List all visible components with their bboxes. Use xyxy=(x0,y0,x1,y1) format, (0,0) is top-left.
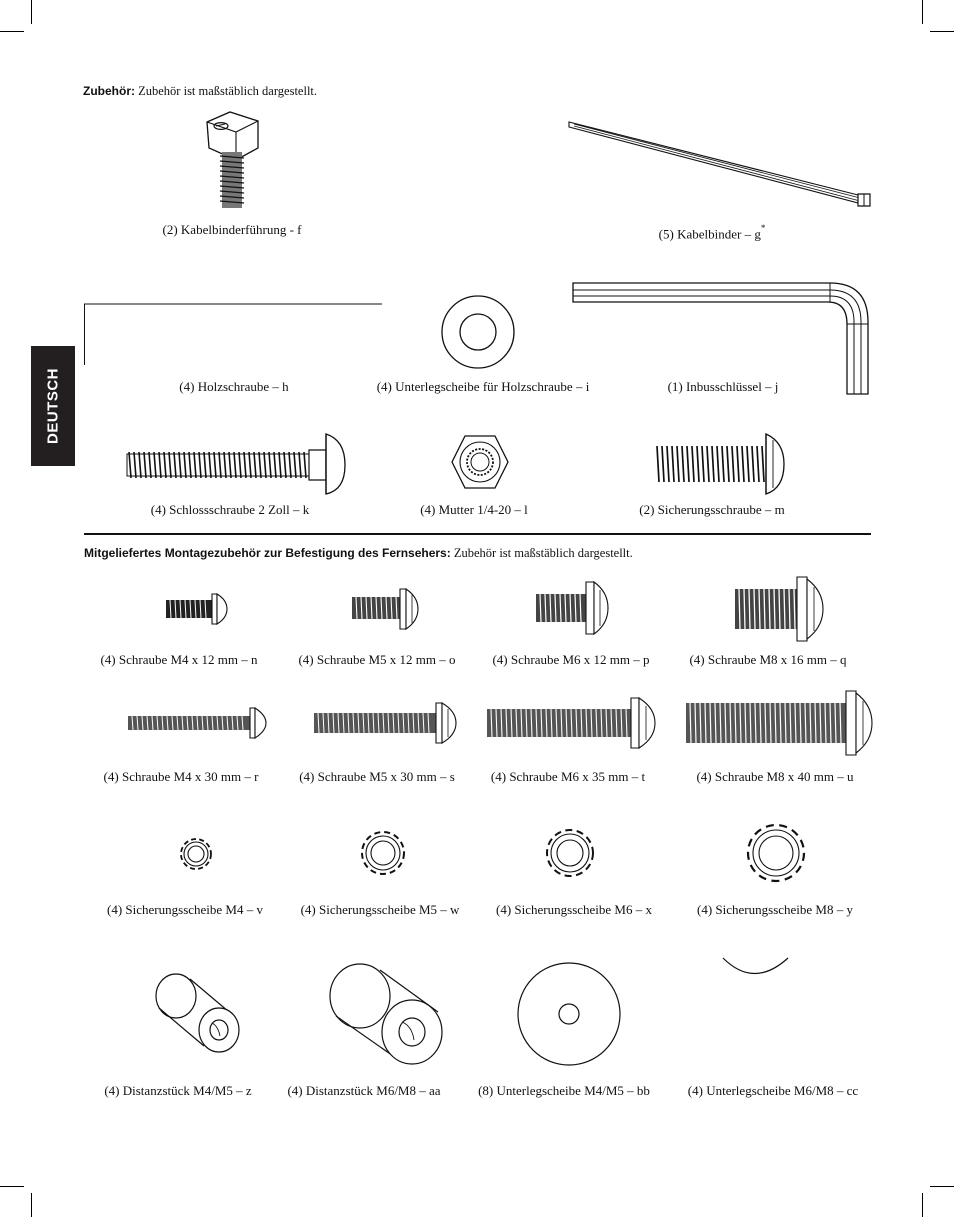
footnote-marker: * xyxy=(760,223,766,233)
section-heading-text: Zubehör ist maßstäblich dargestellt. xyxy=(450,546,633,560)
nut-illustration xyxy=(450,432,510,492)
lock-washer-m4-illustration xyxy=(177,835,215,873)
washer-m4-m5-illustration xyxy=(514,962,624,1072)
section-heading-accessories: Zubehör: Zubehör ist maßstäblich dargest… xyxy=(83,83,317,99)
caption-l: (4) Mutter 1/4-20 – l xyxy=(420,502,528,517)
caption-n: (4) Schraube M4 x 12 mm – n xyxy=(100,652,258,667)
screw-m5-30-illustration xyxy=(314,701,458,745)
crop-mark xyxy=(31,0,32,24)
language-tab: DEUTSCH xyxy=(31,346,75,466)
washer-illustration xyxy=(440,294,516,370)
caption-p: (4) Schraube M6 x 12 mm – p xyxy=(492,652,650,667)
caption-aa: (4) Distanzstück M6/M8 – aa xyxy=(287,1083,441,1098)
caption-h: (4) Holzschraube – h xyxy=(179,379,289,394)
crop-mark xyxy=(930,1186,954,1187)
cable-tie-illustration xyxy=(566,118,878,210)
screw-m4-30-illustration xyxy=(128,706,268,740)
spacer-m4-m5-illustration xyxy=(150,970,244,1054)
caption-f: (2) Kabelbinderführung - f xyxy=(162,222,302,237)
cable-tie-guide-illustration xyxy=(200,108,270,208)
caption-k: (4) Schlossschraube 2 Zoll – k xyxy=(150,502,310,517)
lock-washer-m5-illustration xyxy=(358,828,408,878)
caption-v: (4) Sicherungsscheibe M4 – v xyxy=(107,902,263,917)
caption-y: (4) Sicherungsscheibe M8 – y xyxy=(697,902,853,917)
caption-bb: (8) Unterlegscheibe M4/M5 – bb xyxy=(478,1083,650,1098)
caption-w: (4) Sicherungsscheibe M5 – w xyxy=(300,902,460,917)
section-divider xyxy=(84,533,871,535)
caption-t: (4) Schraube M6 x 35 mm – t xyxy=(490,769,646,784)
caption-o: (4) Schraube M5 x 12 mm – o xyxy=(298,652,456,667)
lock-washer-m6-illustration xyxy=(543,826,597,880)
crop-mark xyxy=(31,1193,32,1217)
screw-m4-12-illustration xyxy=(166,592,228,626)
screw-m5-12-illustration xyxy=(352,587,420,631)
section-heading-text: Zubehör ist maßstäblich dargestellt. xyxy=(135,84,318,98)
section-heading-bold: Mitgeliefertes Montagezubehör zur Befest… xyxy=(84,546,451,560)
crop-mark xyxy=(0,1186,24,1187)
spacer-m6-m8-illustration xyxy=(322,960,446,1066)
crop-mark xyxy=(922,0,923,24)
caption-g-text: (5) Kabelbinder – g xyxy=(658,226,761,242)
caption-r: (4) Schraube M4 x 30 mm – r xyxy=(103,769,259,784)
screw-m8-16-illustration xyxy=(735,575,825,643)
section-heading-bold: Zubehör: xyxy=(83,84,135,98)
caption-m: (2) Sicherungsschraube – m xyxy=(639,502,785,517)
screw-m6-35-illustration xyxy=(487,696,657,750)
allen-wrench-illustration xyxy=(572,282,870,396)
washer-m6-m8-illustration xyxy=(720,955,792,977)
section-heading-tv-hardware: Mitgeliefertes Montagezubehör zur Befest… xyxy=(84,545,633,561)
screw-m6-12-illustration xyxy=(536,580,610,636)
caption-x: (4) Sicherungsscheibe M6 – x xyxy=(496,902,652,917)
caption-z: (4) Distanzstück M4/M5 – z xyxy=(104,1083,252,1098)
screw-m8-40-illustration xyxy=(686,689,874,757)
security-screw-illustration xyxy=(654,432,786,496)
caption-i: (4) Unterlegscheibe für Holzschraube – i xyxy=(376,379,590,394)
wood-screw-illustration xyxy=(84,303,384,367)
caption-g: (5) Kabelbinder – g* xyxy=(659,222,766,242)
caption-u: (4) Schraube M8 x 40 mm – u xyxy=(696,769,854,784)
caption-cc: (4) Unterlegscheibe M6/M8 – cc xyxy=(687,1083,859,1098)
caption-q: (4) Schraube M8 x 16 mm – q xyxy=(689,652,847,667)
caption-s: (4) Schraube M5 x 30 mm – s xyxy=(299,769,455,784)
crop-mark xyxy=(930,31,954,32)
carriage-bolt-illustration xyxy=(125,432,347,496)
language-tab-label: DEUTSCH xyxy=(44,367,62,445)
lock-washer-m8-illustration xyxy=(743,820,809,886)
crop-mark xyxy=(0,31,24,32)
crop-mark xyxy=(922,1193,923,1217)
caption-j: (1) Inbusschlüssel – j xyxy=(667,379,779,394)
